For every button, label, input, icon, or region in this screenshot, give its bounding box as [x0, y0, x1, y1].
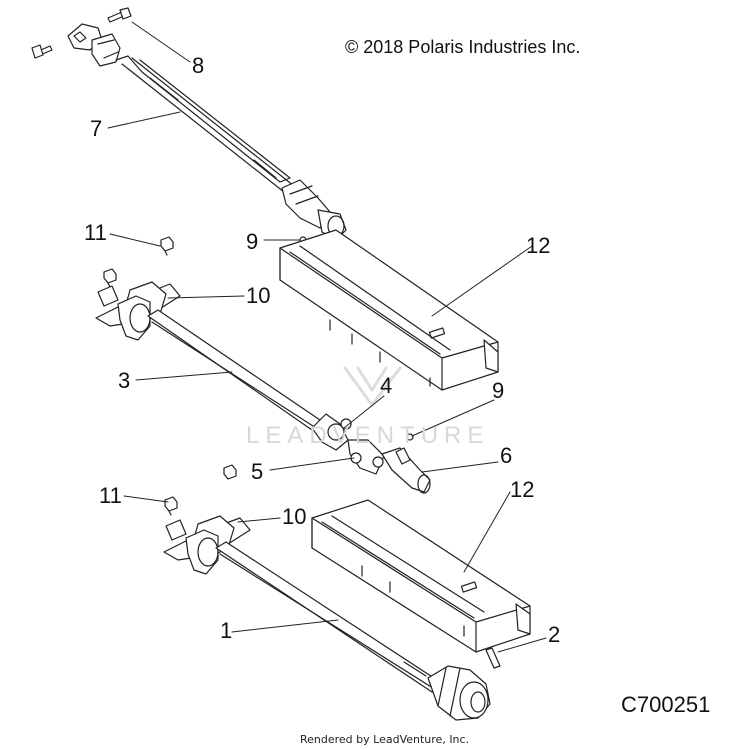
bolt-icon — [31, 44, 53, 59]
upper-drive-shaft — [31, 7, 347, 241]
ball-icon — [406, 433, 414, 441]
bolt-icon — [107, 7, 132, 23]
callout-label[interactable]: 5 — [251, 459, 264, 484]
diagram-code: C700251 — [621, 692, 711, 717]
callout-label[interactable]: 10 — [246, 283, 271, 308]
callout-label[interactable]: 7 — [90, 116, 103, 141]
callout-label[interactable]: 12 — [526, 233, 551, 258]
callout-label[interactable]: 2 — [548, 622, 561, 647]
bolt-icon — [223, 464, 237, 480]
shield-upper — [279, 229, 499, 391]
callout-label[interactable]: 11 — [99, 483, 122, 508]
watermark-text: LEADVENTURE — [246, 422, 490, 449]
middle-drive-shaft — [95, 281, 431, 494]
callout-label[interactable]: 8 — [192, 53, 205, 78]
rendered-by-credit: Rendered by LeadVenture, Inc. — [300, 733, 470, 746]
roll-pin-icon — [485, 647, 501, 669]
callout-label[interactable]: 4 — [380, 373, 393, 398]
callout-label[interactable]: 11 — [84, 220, 107, 245]
bolt-icon — [164, 496, 178, 516]
callout-label[interactable]: 10 — [282, 504, 307, 529]
callout-label[interactable]: 9 — [492, 378, 505, 403]
shield-lower — [311, 499, 531, 653]
bolt-icon — [160, 236, 174, 256]
callout-label[interactable]: 9 — [246, 229, 259, 254]
callout-label[interactable]: 1 — [220, 618, 233, 643]
bolt-icon — [103, 268, 117, 288]
lower-drive-shaft — [163, 515, 491, 721]
callout-label[interactable]: 6 — [500, 443, 513, 468]
leader-lines — [107, 21, 547, 653]
callout-label[interactable]: 3 — [118, 368, 131, 393]
copyright-notice: © 2018 Polaris Industries Inc. — [345, 37, 581, 57]
callout-label[interactable]: 12 — [510, 477, 535, 502]
